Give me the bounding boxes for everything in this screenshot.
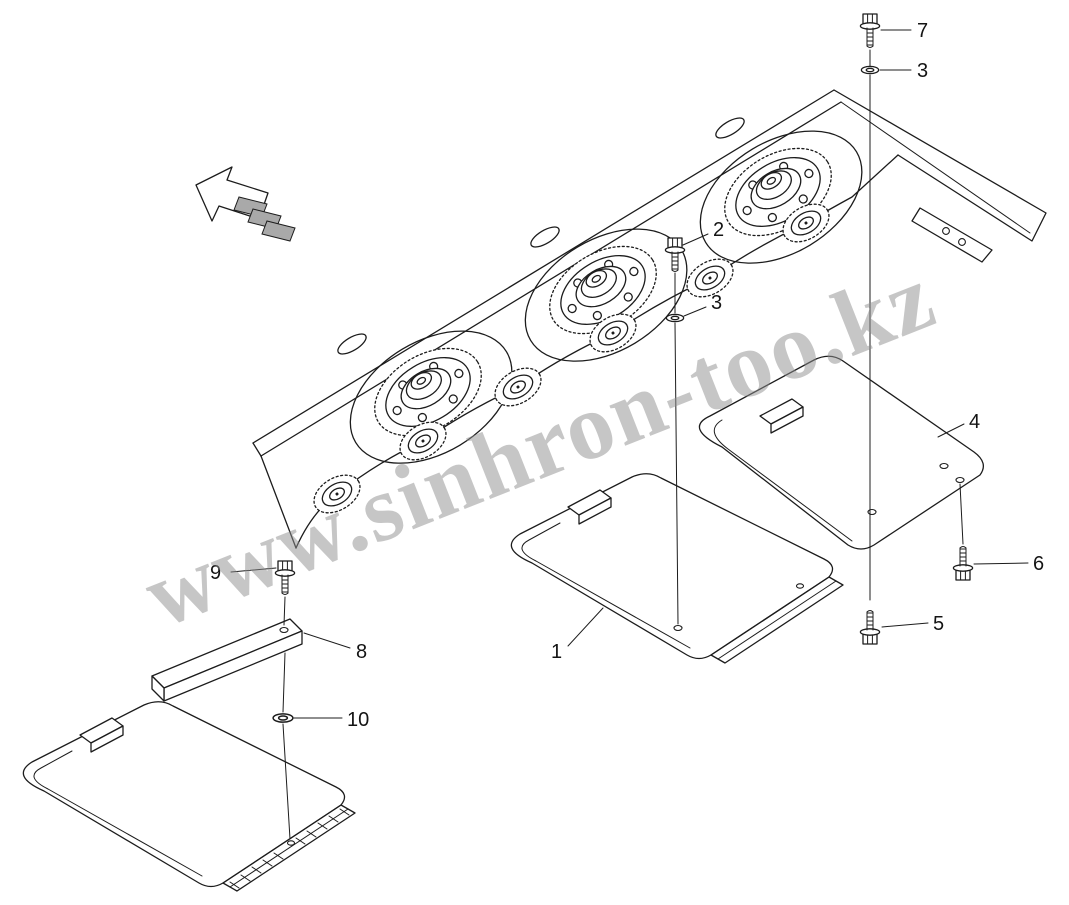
plate-hook-tab bbox=[759, 398, 804, 434]
deck-slot bbox=[715, 117, 745, 139]
bolt-5 bbox=[859, 609, 881, 645]
callout-label-10: 10 bbox=[347, 709, 369, 731]
washer-3b bbox=[665, 313, 685, 323]
washer-3a bbox=[860, 65, 880, 75]
callout-1: 1 bbox=[551, 607, 604, 663]
bearing-cover-icon bbox=[306, 466, 368, 522]
cutter-disc-hub-icon bbox=[501, 201, 712, 390]
bearing-cover-icon bbox=[487, 359, 549, 415]
callout-3a: 3 bbox=[879, 60, 928, 82]
assembly-axis-lines bbox=[282, 49, 964, 840]
callout-label-8: 8 bbox=[356, 641, 367, 663]
callout-2: 2 bbox=[682, 219, 724, 246]
callout-7: 7 bbox=[880, 20, 928, 42]
callout-6: 6 bbox=[973, 553, 1044, 575]
bearing-cover-icon bbox=[679, 250, 741, 306]
deck-slot bbox=[530, 226, 560, 248]
callout-label-1: 1 bbox=[551, 641, 562, 663]
callout-3b: 3 bbox=[683, 292, 722, 317]
callout-label-2: 2 bbox=[713, 219, 724, 241]
skid-plate-1 bbox=[510, 473, 844, 664]
callout-label-9: 9 bbox=[210, 562, 221, 584]
callout-label-6: 6 bbox=[1033, 553, 1044, 575]
bolt-2 bbox=[664, 237, 686, 273]
callout-label-7: 7 bbox=[917, 20, 928, 42]
callout-label-5: 5 bbox=[933, 613, 944, 635]
callout-label-3a: 3 bbox=[917, 60, 928, 82]
callout-10: 10 bbox=[293, 709, 369, 731]
deck-end-plate bbox=[833, 89, 1047, 242]
plate-hook-tab bbox=[79, 717, 124, 753]
end-bracket bbox=[911, 207, 993, 263]
direction-arrow-icon bbox=[195, 166, 296, 242]
skid-plate-bottom bbox=[22, 701, 356, 892]
plate-rear-flange bbox=[710, 576, 844, 664]
bolt-7 bbox=[859, 13, 881, 49]
washer-10 bbox=[272, 713, 294, 723]
callout-label-3b: 3 bbox=[711, 292, 722, 314]
callout-4: 4 bbox=[937, 411, 980, 438]
skid-plate-4 bbox=[698, 355, 985, 550]
mounting-bar-8 bbox=[151, 618, 303, 702]
callout-5: 5 bbox=[881, 613, 944, 635]
callout-label-4: 4 bbox=[969, 411, 980, 433]
bolt-9 bbox=[274, 560, 296, 596]
callout-8: 8 bbox=[303, 632, 367, 663]
plate-hook-tab bbox=[567, 489, 612, 525]
callout-9: 9 bbox=[210, 562, 277, 584]
flange-hatching bbox=[229, 808, 350, 889]
deck-slot bbox=[337, 333, 367, 355]
bolt-6 bbox=[952, 545, 974, 581]
plate-rear-flange bbox=[222, 804, 356, 892]
cutterbar-assembly bbox=[252, 89, 1047, 549]
